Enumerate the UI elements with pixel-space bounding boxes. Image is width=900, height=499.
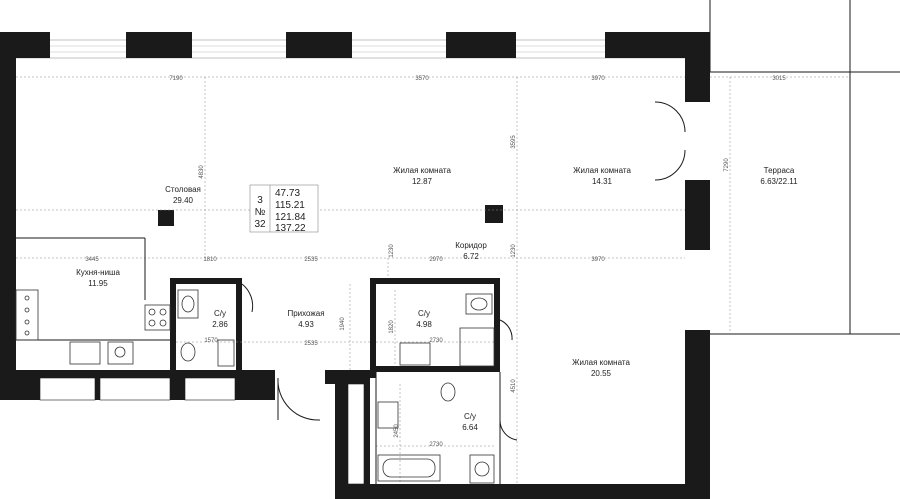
svg-text:Коридор: Коридор: [455, 241, 487, 250]
area-value-1: 47.73: [275, 188, 300, 199]
svg-text:4.98: 4.98: [416, 320, 432, 329]
dim-v-1: 4830: [199, 165, 205, 179]
dim-h-2: 3570: [415, 76, 429, 82]
apartment-number: 32: [254, 219, 266, 230]
room-living-2: Жилая комната 14.31: [573, 166, 631, 186]
svg-text:29.40: 29.40: [173, 196, 194, 205]
room-dining: Столовая 29.40: [165, 185, 201, 205]
svg-text:12.87: 12.87: [412, 177, 433, 186]
dim-v-8: 4510: [511, 379, 517, 393]
dim-h-12: 2730: [429, 338, 443, 344]
svg-text:11.95: 11.95: [88, 279, 108, 288]
dim-h-5: 3445: [85, 257, 99, 263]
svg-text:Жилая комната: Жилая комната: [572, 358, 630, 367]
kitchen-fixtures: [15, 289, 171, 365]
area-value-4: 137.22: [275, 223, 306, 234]
dim-v-6: 1940: [340, 317, 346, 331]
rooms-count: 3: [257, 195, 263, 206]
svg-text:20.55: 20.55: [591, 369, 612, 378]
partitions: [16, 237, 501, 484]
dim-v-4: 1230: [389, 244, 395, 258]
dim-h-13: 2730: [429, 442, 443, 448]
svg-text:2.86: 2.86: [212, 320, 228, 329]
dim-h-8: 2970: [429, 257, 443, 263]
room-hallway: Прихожая 4.93: [287, 309, 324, 329]
dim-v-2: 3595: [511, 135, 517, 149]
dim-v-7: 1820: [389, 320, 395, 334]
dim-h-7: 2535: [304, 257, 318, 263]
room-bath-2: С/у 4.98: [416, 309, 432, 329]
dim-h-9: 3970: [591, 257, 605, 263]
svg-text:Кухня-ниша: Кухня-ниша: [76, 268, 120, 277]
svg-text:С/у: С/у: [418, 309, 430, 318]
room-bath-3: С/у 6.64: [462, 412, 478, 432]
vertical-dimensions: 4830 3595 7290 1230 1230 1940 1820 4510 …: [199, 135, 730, 438]
horizontal-dimensions: 7190 3570 3970 3015 3445 1810 2535 2970 …: [85, 76, 786, 448]
dim-v-5: 1230: [511, 244, 517, 258]
dim-h-3: 3970: [591, 76, 605, 82]
dim-h-6: 1810: [203, 257, 217, 263]
svg-text:С/у: С/у: [464, 412, 476, 421]
svg-text:С/у: С/у: [214, 309, 226, 318]
svg-text:6.64: 6.64: [462, 423, 478, 432]
dim-h-1: 7190: [169, 76, 183, 82]
svg-text:6.72: 6.72: [463, 252, 479, 261]
room-terrace: Терраса 6.63/22.11: [760, 166, 798, 186]
dim-h-10: 1570: [204, 338, 218, 344]
svg-text:4.93: 4.93: [298, 320, 314, 329]
dim-v-9: 2450: [394, 424, 400, 438]
room-bath-1: С/у 2.86: [212, 309, 228, 329]
svg-text:Жилая комната: Жилая комната: [393, 166, 451, 175]
svg-text:Терраса: Терраса: [764, 166, 795, 175]
number-sign: №: [255, 207, 266, 218]
dim-v-3: 7290: [724, 158, 730, 172]
bottom-wall-inserts: [39, 377, 365, 485]
area-value-3: 121.84: [275, 212, 306, 223]
area-value-2: 115.21: [275, 200, 305, 211]
svg-text:6.63/22.11: 6.63/22.11: [760, 177, 798, 186]
top-windows: [14, 39, 696, 59]
room-living-3: Жилая комната 20.55: [572, 358, 630, 378]
svg-text:Столовая: Столовая: [165, 185, 201, 194]
doors: [241, 101, 686, 441]
room-corridor: Коридор 6.72: [455, 241, 487, 261]
apartment-info-box: 3 № 32 47.73 115.21 121.84 137.22: [249, 184, 319, 234]
room-living-1: Жилая комната 12.87: [393, 166, 451, 186]
svg-text:14.31: 14.31: [592, 177, 613, 186]
room-kitchen: Кухня-ниша 11.95: [76, 268, 120, 288]
svg-text:Жилая комната: Жилая комната: [573, 166, 631, 175]
dim-h-4: 3015: [772, 76, 786, 82]
dimension-lines: [16, 76, 850, 485]
bathroom-fixtures: [177, 289, 495, 484]
svg-text:Прихожая: Прихожая: [287, 309, 324, 318]
terrace-outline: [709, 0, 900, 335]
dim-h-11: 2535: [304, 341, 318, 347]
